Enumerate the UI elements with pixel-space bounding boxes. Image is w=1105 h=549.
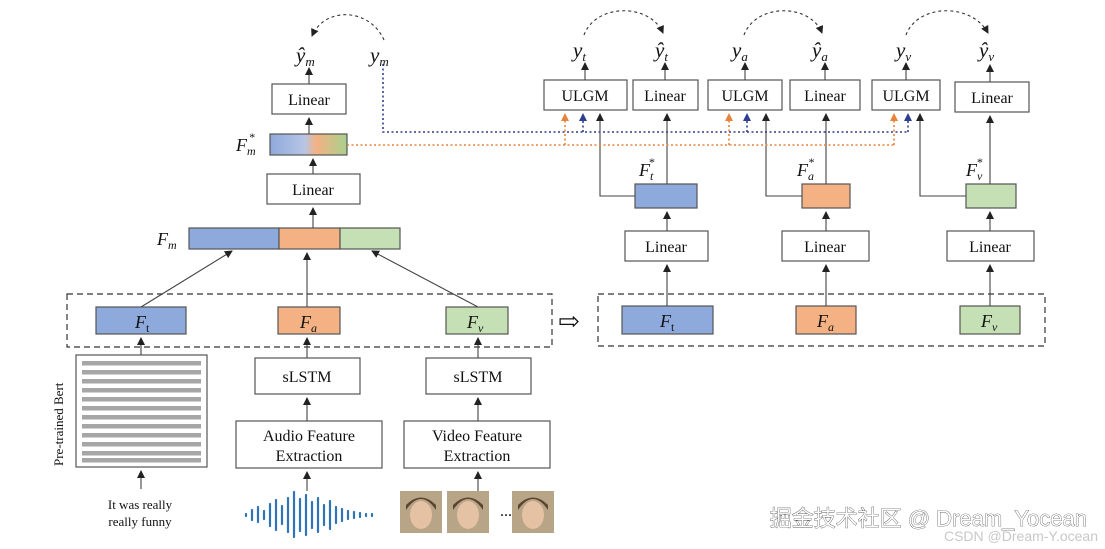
right-unimodal-features-group: [597, 293, 1046, 347]
feature-ft-box: Ft: [95, 306, 187, 335]
audio-feature-label-1: Audio Feature: [263, 428, 355, 445]
video-feature-extraction-box: Video Feature Extraction: [403, 420, 551, 469]
audio-linear-upper-box: Linear: [789, 79, 861, 111]
text-input-line-1: It was really: [108, 497, 173, 512]
video-linear-upper-label: Linear: [971, 90, 1013, 107]
text-linear-upper-label: Linear: [644, 88, 686, 105]
audio-linear-upper-label: Linear: [804, 88, 846, 105]
label-generation-arrows: [583, 10, 989, 36]
text-linear-lower-label: Linear: [645, 239, 687, 256]
fm-concat-bar: [188, 227, 401, 250]
text-ulgm-box: ULGM: [543, 79, 628, 111]
right-fv-label: Fv: [980, 311, 998, 334]
y-v-label: yv: [894, 38, 911, 64]
audio-linear-lower-box: Linear: [781, 230, 870, 262]
audio-feature-extraction-box: Audio Feature Extraction: [235, 420, 383, 469]
ym-dotted-connection: [382, 64, 912, 133]
video-frame-2: [447, 491, 489, 533]
ft-star-label: Ft*: [638, 155, 654, 183]
text-input-line-2: really funny: [108, 514, 172, 529]
ym-to-yhatm-dashed-arrow: [311, 14, 385, 41]
right-fa-box: Fa: [795, 305, 857, 335]
video-frames-ellipsis: ...: [500, 503, 512, 520]
fv-star-box: [965, 183, 1017, 209]
audio-feature-label-2: Extraction: [276, 448, 343, 465]
y-t-label: yt: [571, 38, 586, 64]
y-m-label: ym: [368, 43, 389, 69]
fm-star-dotted-connection: [347, 113, 898, 146]
fa-star-label: Fa*: [796, 155, 814, 183]
audio-ulgm-box: ULGM: [707, 79, 783, 111]
audio-ulgm-label: ULGM: [721, 88, 768, 105]
video-frame-3: [512, 491, 554, 533]
fm-label: Fm: [156, 229, 177, 252]
fa-star-box: [801, 183, 851, 209]
left-linear-lower-box: Linear: [266, 173, 361, 205]
text-linear-upper-box: Linear: [632, 79, 699, 111]
fm-star-bar: [269, 133, 348, 156]
fv-label: Fv: [466, 312, 484, 335]
video-slstm-box: sLSTM: [425, 357, 532, 395]
right-arrows: [581, 62, 994, 306]
audio-waveform-icon: [244, 490, 374, 539]
feature-fv-box: Fv: [445, 306, 509, 335]
video-ulgm-label: ULGM: [882, 88, 929, 105]
feature-fa-box: Fa: [277, 306, 341, 335]
transition-arrow-icon: ⇨: [558, 307, 580, 336]
right-fv-box: Fv: [959, 305, 1021, 335]
video-feature-label-2: Extraction: [444, 448, 511, 465]
left-arrows: [137, 67, 482, 491]
video-frames-icon: ...: [400, 491, 554, 533]
bert-block: [75, 354, 208, 468]
yhat-a-label: ŷa: [810, 38, 828, 64]
video-frame-1: [400, 491, 442, 533]
yhat-t-label: ŷt: [653, 38, 668, 64]
audio-slstm-box: sLSTM: [254, 357, 361, 395]
yhat-m-label: ŷm: [294, 43, 315, 69]
y-a-label: ya: [730, 38, 748, 64]
video-linear-lower-label: Linear: [969, 239, 1011, 256]
bert-label: Pre-trained Bert: [51, 382, 66, 466]
ft-star-box: [634, 183, 698, 209]
yhat-v-label: ŷv: [977, 38, 994, 64]
video-linear-lower-box: Linear: [946, 230, 1035, 262]
video-feature-label-1: Video Feature: [432, 428, 522, 445]
watermark-sub: CSDN @Dream-Y.ocean: [944, 528, 1098, 544]
right-ft-label: Ft: [659, 311, 675, 334]
ft-label: Ft: [134, 312, 150, 335]
audio-slstm-label: sLSTM: [283, 369, 332, 386]
text-linear-lower-box: Linear: [624, 230, 709, 262]
video-slstm-label: sLSTM: [454, 369, 503, 386]
right-ft-box: Ft: [621, 305, 714, 335]
right-fa-label: Fa: [816, 311, 834, 334]
audio-linear-lower-label: Linear: [804, 239, 846, 256]
unimodal-features-group: [66, 293, 553, 348]
fa-label: Fa: [299, 312, 317, 335]
left-linear-lower-label: Linear: [292, 182, 334, 199]
watermark-main: 掘金技术社区 @ Dream_Yocean: [770, 506, 1087, 531]
text-ulgm-label: ULGM: [561, 88, 608, 105]
left-linear-upper-box: Linear: [271, 83, 347, 115]
left-linear-upper-label: Linear: [288, 92, 330, 109]
video-linear-upper-box: Linear: [954, 81, 1030, 113]
fm-star-label: Fm*: [235, 130, 256, 158]
fv-star-label: Fv*: [965, 155, 983, 183]
video-ulgm-box: ULGM: [871, 79, 941, 111]
